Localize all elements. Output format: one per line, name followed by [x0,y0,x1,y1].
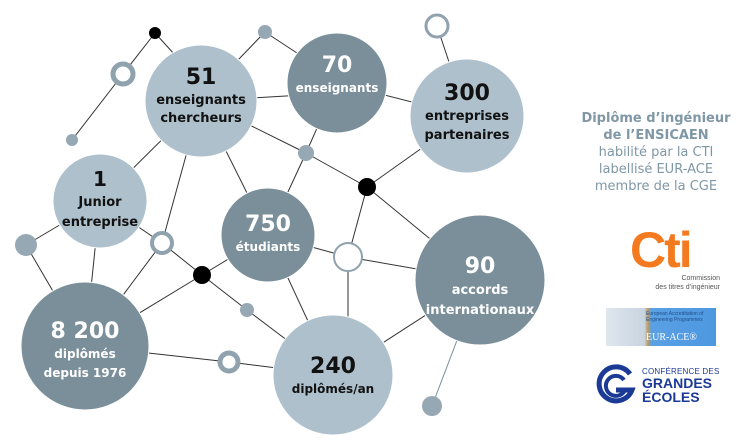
cge-line: ÉCOLES [642,389,700,405]
stat-label: entreprises [425,109,509,124]
stat-value: 750 [245,212,291,237]
stat-value: 240 [310,354,356,379]
grey-dot [15,234,37,256]
cti-wordmark: Cti [630,222,693,278]
grey-dot [66,134,78,146]
cge-line: CONFÉRENCE DES [642,367,720,376]
eur-ace-caption: European Accreditation of Engineering Pr… [646,311,704,323]
stat-alumni: 8 200 diplômés depuis 1976 [20,281,150,411]
small-nodes [15,13,450,416]
side-line: Diplôme d’ingénieur [581,111,731,126]
stat-teacher-researchers: 51 enseignants chercheurs [144,44,258,158]
stat-label: chercheurs [160,111,242,126]
cti-logo: Cti Commission des titres d’ingénieur [630,222,720,292]
eur-ace-wordmark: EUR-ACE® [646,332,697,343]
stat-junior-entreprise: 1 Junior entreprise [52,153,148,249]
cti-sub-line: des titres d’ingénieur [655,284,720,291]
stat-label: depuis 1976 [44,366,127,380]
stat-students: 750 étudiants [220,187,316,283]
side-line: habilité par la CTI [598,145,714,160]
cge-g-icon [596,364,636,404]
grey-ring [150,231,174,255]
black-dot [358,178,376,196]
grey-dot [422,396,442,416]
stat-label: étudiants [236,240,301,254]
black-dot [149,27,161,39]
cge-line: GRANDES [642,375,713,391]
stat-label: entreprise [62,215,138,230]
grey-ring [110,61,136,87]
cti-sub-line: Commission [681,275,720,282]
side-line: de l’ENSICAEN [603,128,709,143]
stat-value: 70 [322,53,353,78]
stat-label: Junior [77,195,122,210]
stat-value: 1 [93,167,107,191]
stat-teachers: 70 enseignants [286,32,388,134]
stat-value: 90 [465,254,496,279]
grey-dot [298,145,314,161]
grey-ring [217,350,241,374]
cge-logo: CONFÉRENCE DES GRANDES ÉCOLES [594,364,744,410]
stat-value: 51 [186,65,217,90]
stat-label: diplômés/an [292,382,374,396]
side-line: membre de la CGE [594,179,718,194]
stat-partner-companies: 300 entreprises partenaires [409,58,525,174]
eur-ace-logo: European Accreditation of Engineering Pr… [606,308,716,346]
stat-label: enseignants [156,93,246,108]
stat-graduates-per-year: 240 diplômés/an [272,314,394,436]
stat-label: internationaux [426,303,535,318]
stat-label: diplômés [54,347,115,361]
edge [201,274,248,311]
stat-label: partenaires [425,128,510,143]
stat-value: 300 [444,81,490,106]
grey-ring [333,242,363,272]
stat-label: enseignants [296,81,379,95]
stat-value: 8 200 [51,319,120,344]
edge [305,152,368,188]
edge [71,73,124,141]
accreditation-text: Diplôme d’ingénieur de l’ENSICAEN habili… [566,110,746,195]
stat-international-agreements: 90 accords internationaux [414,214,546,346]
stat-label: accords [452,283,509,298]
cti-subtitle: Commission des titres d’ingénieur [630,274,720,292]
grey-dot [240,303,254,317]
grey-ring [424,13,450,39]
black-dot [193,266,211,284]
side-line: labellisé EUR-ACE [598,162,714,177]
grey-dot [258,25,272,39]
